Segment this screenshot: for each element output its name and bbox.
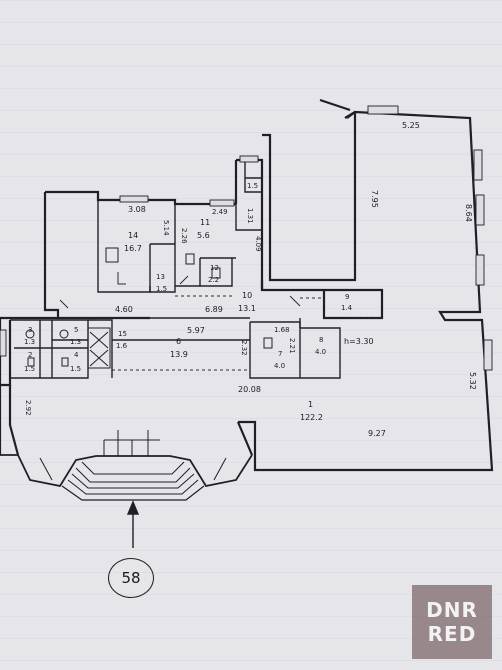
room-12-number: 12 <box>210 264 219 272</box>
dim-4-60: 4.60 <box>115 305 133 314</box>
room-9-number: 9 <box>345 293 349 301</box>
dim-20-08: 20.08 <box>238 385 261 394</box>
room-1-area: 122.2 <box>300 413 323 422</box>
dim-1-31: 1.31 <box>246 208 254 224</box>
dim-5-97: 5.97 <box>187 326 205 335</box>
entrance-arrow <box>126 500 140 548</box>
room-6-number: 6 <box>176 337 181 346</box>
room-11-area: 5.6 <box>197 231 210 240</box>
dimension-labels: 5.25 7.95 8.64 3.08 2.49 1.31 5.14 2.26 … <box>24 121 477 438</box>
room-3-number: 3 <box>28 326 32 334</box>
watermark-logo: DNR RED <box>412 585 492 659</box>
room-8-area: 4.0 <box>315 348 326 356</box>
dim-9-27: 9.27 <box>368 429 386 438</box>
dim-3-08: 3.08 <box>128 205 146 214</box>
dim-2-92: 2.92 <box>24 400 32 416</box>
room-7-area: 4.0 <box>274 362 285 370</box>
watermark-line-2: RED <box>427 622 477 646</box>
dim-5-14: 5.14 <box>162 220 170 236</box>
room-5-area: 1.3 <box>70 338 81 346</box>
room-13-area: 1.5 <box>156 285 167 293</box>
dim-1-68: 1.68 <box>274 326 290 334</box>
room-9-area: 1.4 <box>341 304 353 312</box>
dim-2-26: 2.26 <box>180 228 188 244</box>
watermark-line-1: DNR <box>426 598 478 622</box>
doors <box>59 272 301 309</box>
room-15-number: 15 <box>118 330 127 338</box>
room-labels: 1 122.2 2 1.5 3 1.3 4 1.5 5 1.3 6 13.9 7… <box>24 182 374 422</box>
dim-2-32: 2.32 <box>240 340 248 356</box>
room-8-number: 8 <box>319 336 323 344</box>
dim-7-95: 7.95 <box>370 190 379 208</box>
room-2-area: 1.5 <box>24 365 35 373</box>
room-13-number: 13 <box>156 273 165 281</box>
ceiling-height: h=3.30 <box>344 337 374 346</box>
dim-4-09: 4.09 <box>254 236 262 252</box>
room-4-area: 1.5 <box>70 365 81 373</box>
room-top-area: 1.5 <box>247 182 258 190</box>
windows <box>0 105 493 371</box>
room-5-number: 5 <box>74 326 78 334</box>
dim-5-25: 5.25 <box>402 121 420 130</box>
dim-5-32: 5.32 <box>468 372 477 390</box>
room-11-number: 11 <box>200 218 210 227</box>
room-3-area: 1.3 <box>24 338 35 346</box>
room-1-number: 1 <box>308 400 313 409</box>
openings <box>112 295 380 371</box>
room-10-number: 10 <box>242 291 252 300</box>
room-4-number: 4 <box>74 351 79 359</box>
room-12-area: 2.2 <box>208 276 219 284</box>
room-7-number: 7 <box>278 350 282 358</box>
room-15-area: 1.6 <box>116 342 128 350</box>
dim-6-89: 6.89 <box>205 305 223 314</box>
room-14-area: 16.7 <box>124 244 142 253</box>
dim-2-49: 2.49 <box>212 208 228 216</box>
room-10-area: 13.1 <box>238 304 256 313</box>
room-6-area: 13.9 <box>170 350 188 359</box>
dim-2-21: 2.21 <box>288 338 296 354</box>
room-14-number: 14 <box>128 231 138 240</box>
dim-8-64: 8.64 <box>464 204 473 222</box>
room-2-number: 2 <box>28 351 32 359</box>
sheet-number: 58 <box>108 558 154 598</box>
entrance-bay <box>0 430 253 501</box>
fixtures <box>25 247 273 369</box>
